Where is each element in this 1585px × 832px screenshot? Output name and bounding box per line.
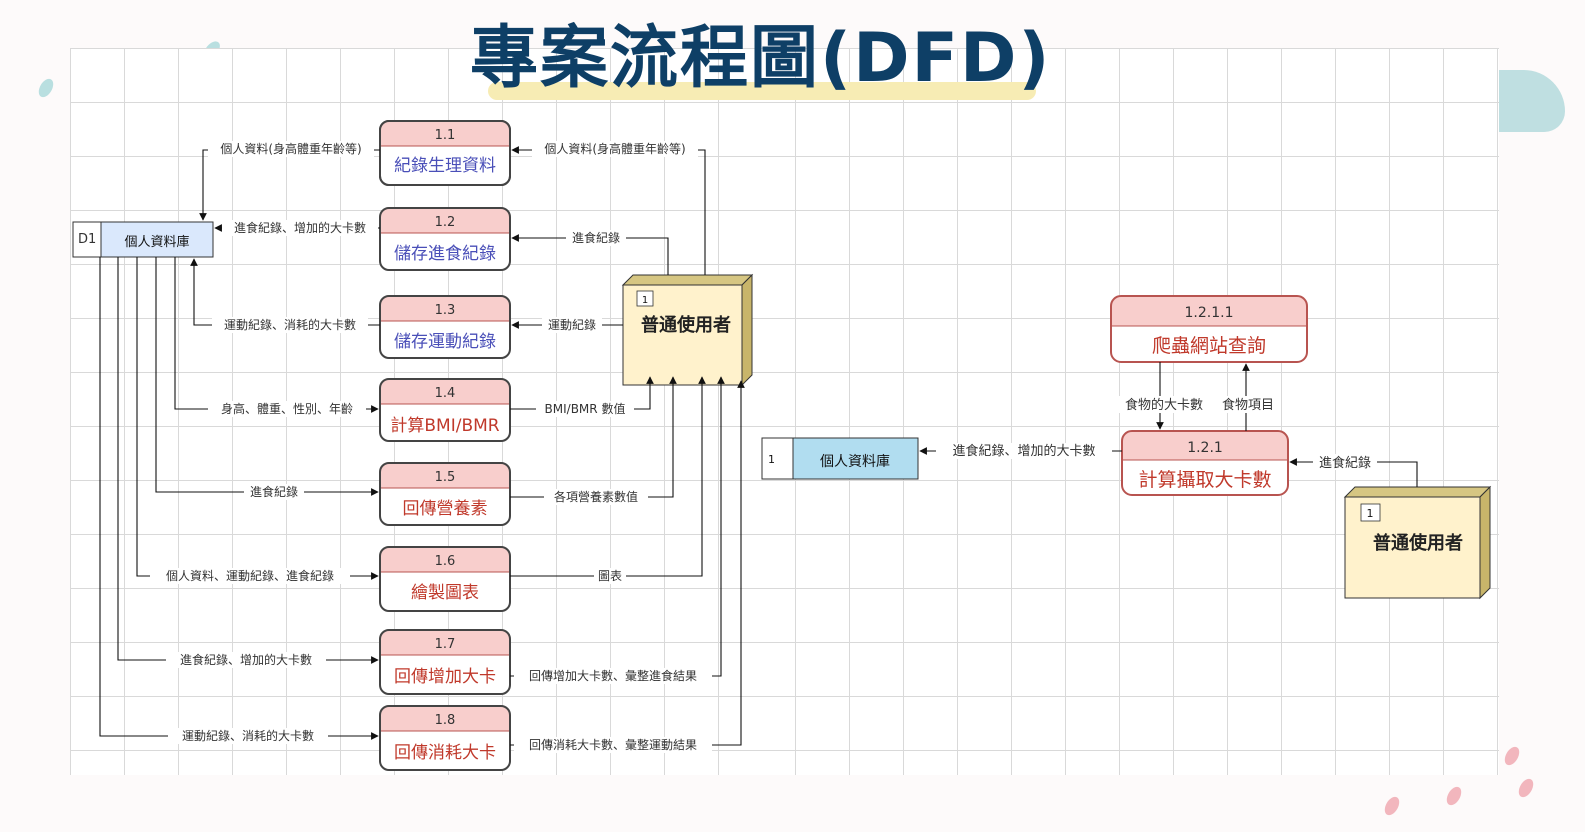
title-highlight: [488, 82, 1036, 100]
external-entity-left: 1 普通使用者: [621, 273, 754, 387]
process-name: 計算攝取大卡數: [1138, 469, 1271, 491]
data-store-id: 1: [768, 453, 775, 466]
process-name: 回傳消耗大卡: [394, 743, 496, 763]
process-id: 1.8: [435, 713, 456, 728]
flow-label: 進食紀錄: [250, 484, 298, 499]
flow-p18-to-user: [510, 380, 745, 746]
process-1-2-1: 1.2.1 計算攝取大卡數: [1121, 430, 1289, 496]
flow-label: 進食紀錄: [572, 230, 620, 245]
process-id: 1.7: [435, 637, 456, 652]
data-store-id: D1: [78, 232, 96, 247]
entity-id: 1: [642, 295, 648, 306]
process-id: 1.4: [435, 386, 456, 401]
flow-label: 進食紀錄、增加的大卡數: [180, 652, 312, 667]
process-name: 回傳增加大卡: [394, 667, 496, 687]
flow-p11-to-store: [199, 149, 380, 221]
process-1-2: 1.2 儲存進食紀錄: [379, 207, 511, 271]
entity-id: 1: [1367, 507, 1374, 520]
data-store-right: 1 個人資料庫: [761, 437, 919, 480]
flow-label: 回傳消耗大卡數、彙整運動結果: [529, 737, 697, 752]
process-1-8: 1.8 回傳消耗大卡: [379, 705, 511, 771]
process-name: 爬蟲網站查詢: [1152, 335, 1266, 357]
process-1-6: 1.6 繪製圖表: [379, 546, 511, 612]
process-1-5: 1.5 回傳營養素: [379, 462, 511, 526]
process-1-1: 1.1 紀錄生理資料: [379, 120, 511, 186]
flow-label: 回傳增加大卡數、彙整進食結果: [529, 668, 697, 683]
flow-label: 圖表: [598, 569, 622, 583]
process-name: 繪製圖表: [411, 583, 479, 603]
process-1-4: 1.4 計算BMI/BMR: [379, 378, 511, 442]
flow-store-to-p15: [155, 257, 379, 496]
flow-label: 運動紀錄、消耗的大卡數: [182, 728, 314, 743]
process-name: 回傳營養素: [403, 499, 488, 519]
process-id: 1.2.1: [1187, 440, 1223, 456]
data-store-name: 個人資料庫: [820, 453, 890, 470]
process-id: 1.1: [435, 128, 456, 143]
flow-p17-to-user: [510, 376, 725, 677]
process-id: 1.6: [435, 554, 456, 569]
process-id: 1.2: [435, 215, 456, 230]
flow-p13-to-store: [190, 258, 380, 326]
flow-label: 運動紀錄、消耗的大卡數: [224, 317, 356, 332]
flow-label: 個人資料、運動紀錄、進食紀錄: [166, 568, 334, 583]
process-name: 儲存運動紀錄: [394, 332, 496, 352]
entity-name: 普通使用者: [641, 314, 731, 336]
flow-label: 食物的大卡數: [1125, 397, 1203, 413]
process-name: 紀錄生理資料: [394, 156, 496, 176]
flow-label: 進食紀錄、增加的大卡數: [952, 443, 1095, 459]
flow-label: BMI/BMR 數值: [545, 401, 626, 416]
flow-label: 進食紀錄、增加的大卡數: [234, 220, 366, 235]
flow-label: 各項營養素數值: [554, 489, 638, 504]
process-1-2-1-1: 1.2.1.1 爬蟲網站查詢: [1110, 295, 1308, 363]
flow-label: 個人資料(身高體重年齡等): [220, 141, 361, 156]
flow-label: 身高、體重、性別、年齡: [221, 401, 353, 416]
flow-label: 進食紀錄: [1319, 455, 1371, 471]
process-1-3: 1.3 儲存運動紀錄: [379, 295, 511, 359]
process-name: 計算BMI/BMR: [390, 416, 499, 436]
flow-p15-to-user: [510, 376, 677, 498]
flow-user-to-p11: [511, 146, 706, 275]
external-entity-right: 1 普通使用者: [1343, 485, 1492, 600]
page-title: 專案流程圖(DFD): [470, 19, 1052, 98]
process-1-7: 1.7 回傳增加大卡: [379, 629, 511, 695]
flow-p16-to-user: [510, 376, 706, 577]
entity-name: 普通使用者: [1373, 532, 1463, 554]
flow-user-to-p12: [511, 234, 669, 275]
process-name: 儲存進食紀錄: [394, 244, 496, 264]
flow-label: 個人資料(身高體重年齡等): [544, 141, 685, 156]
flow-label: 運動紀錄: [548, 317, 596, 332]
process-id: 1.3: [435, 303, 456, 318]
process-id: 1.5: [435, 470, 456, 485]
data-store-left: D1 個人資料庫: [72, 221, 214, 258]
process-id: 1.2.1.1: [1185, 305, 1234, 321]
data-store-name: 個人資料庫: [124, 235, 189, 250]
flow-label: 食物項目: [1222, 397, 1274, 413]
